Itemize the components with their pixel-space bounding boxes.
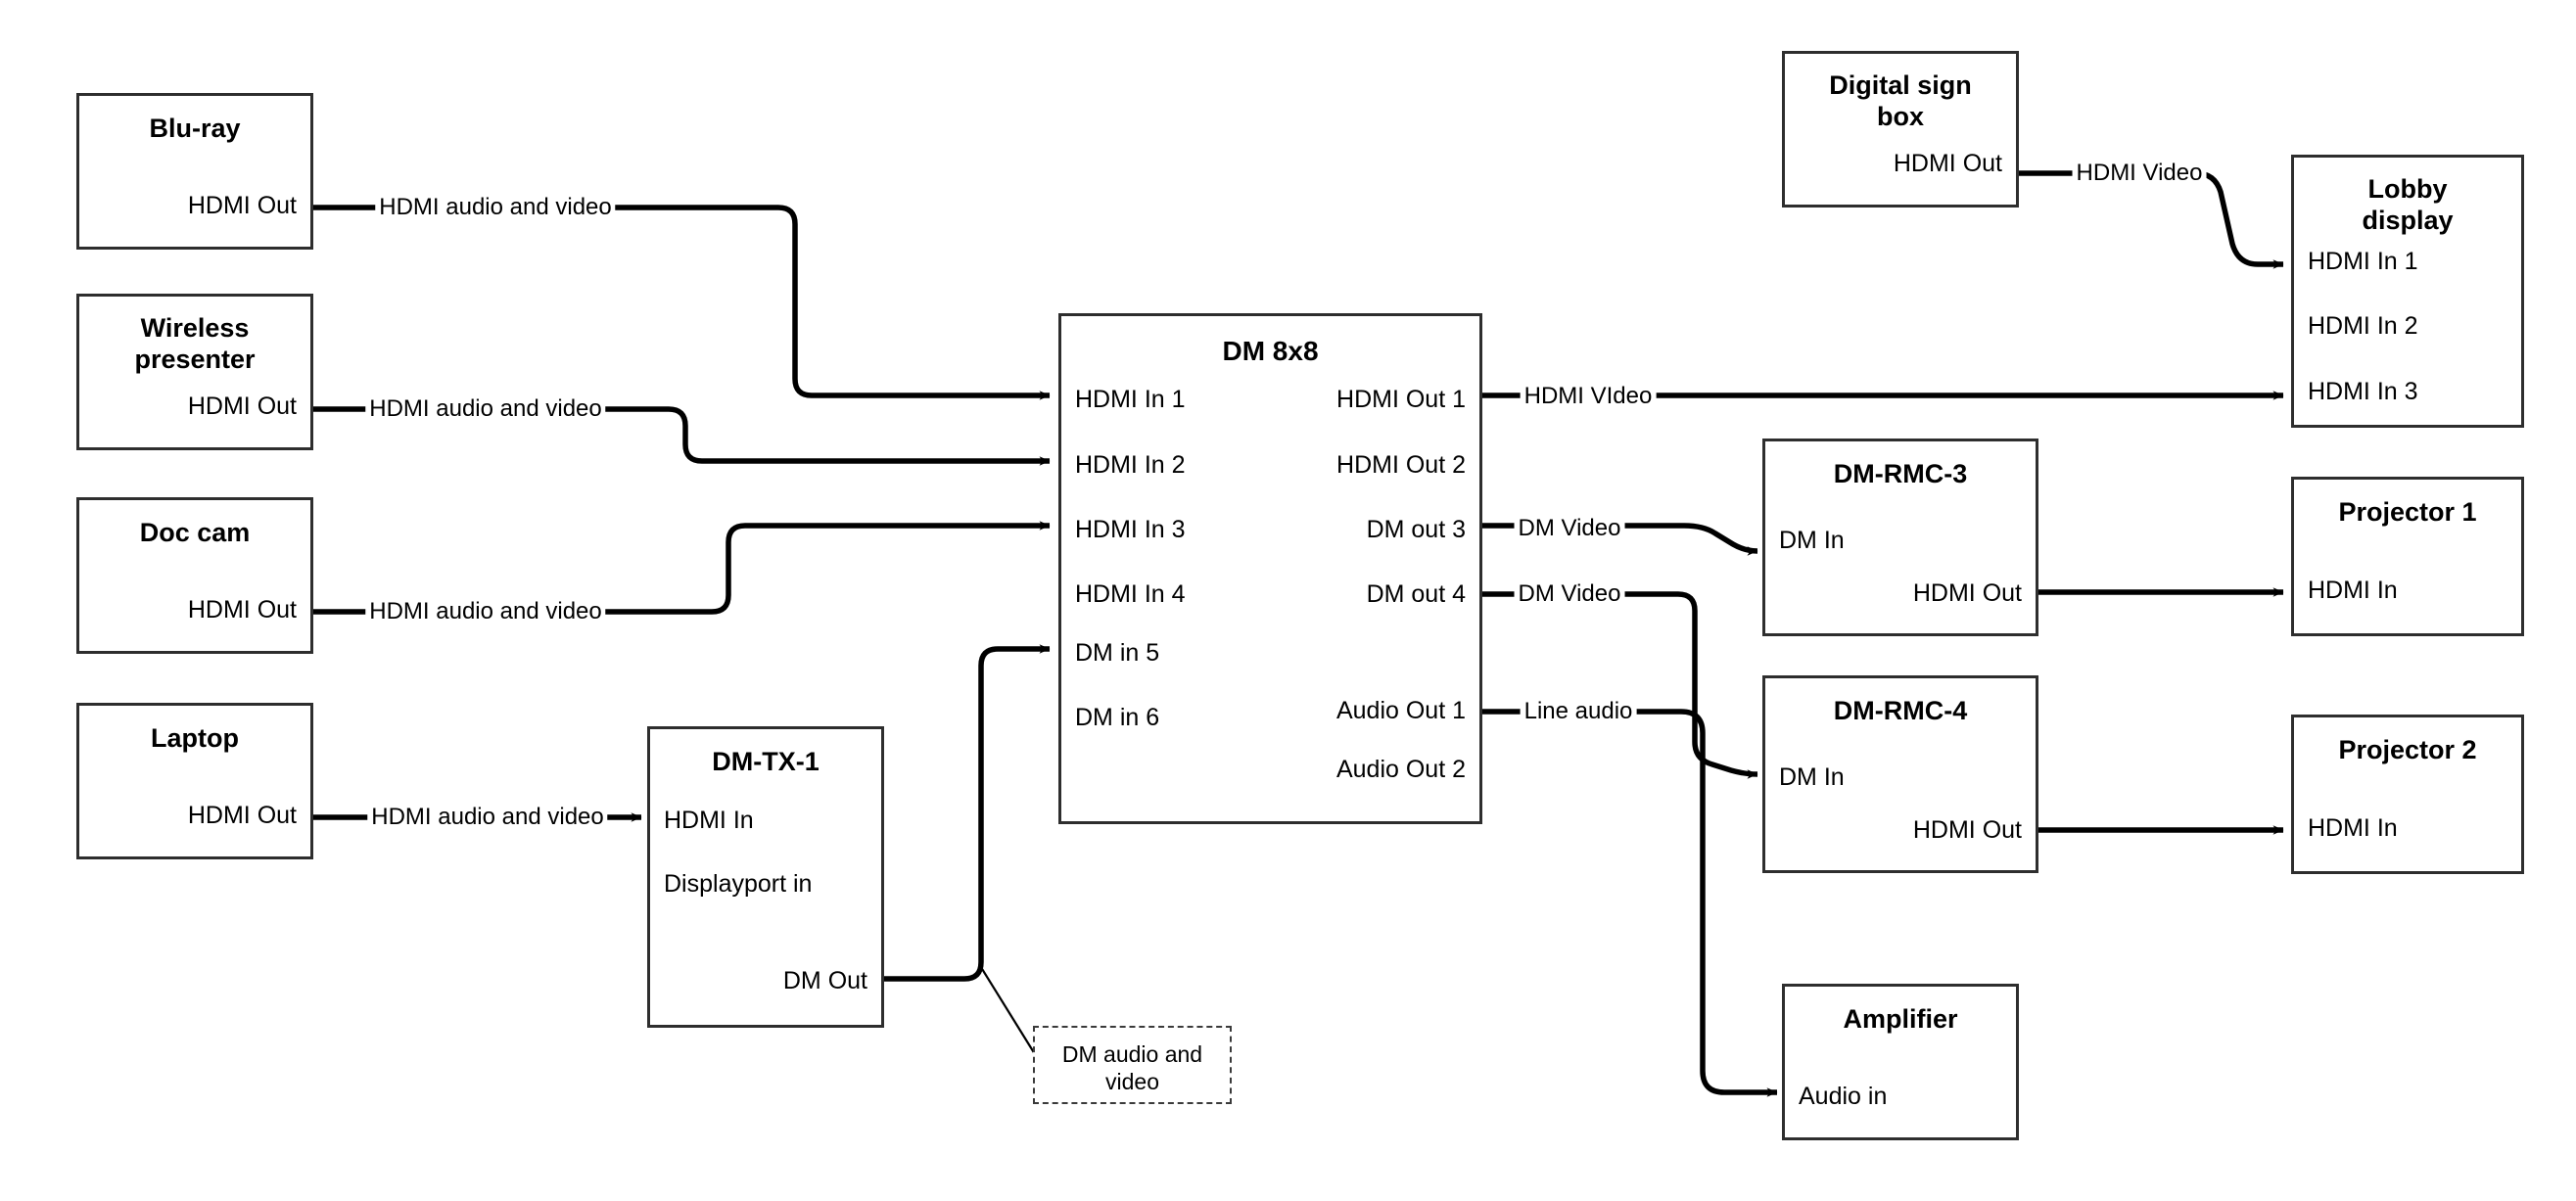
node-blu-ray[interactable]: Blu-ray HDMI Out <box>76 93 313 250</box>
port-dm-8x8-dm-in-5: DM in 5 <box>1075 639 1160 667</box>
node-projector-2[interactable]: Projector 2 HDMI In <box>2291 715 2524 874</box>
node-title-laptop: Laptop <box>151 723 239 753</box>
wire-label-line-audio: Line audio <box>1520 700 1637 723</box>
port-dm-rmc-3-dm-in: DM In <box>1779 527 1845 554</box>
node-title-lobby-display: Lobby display <box>2362 174 2454 235</box>
node-dm-8x8[interactable]: DM 8x8 HDMI In 1 HDMI In 2 HDMI In 3 HDM… <box>1058 313 1482 824</box>
port-dm-8x8-hdmi-in-1: HDMI In 1 <box>1075 386 1186 413</box>
port-dm-8x8-hdmi-out-2: HDMI Out 2 <box>1336 451 1466 479</box>
node-title-amplifier: Amplifier <box>1843 1004 1958 1034</box>
port-blu-ray-hdmi-out: HDMI Out <box>187 192 297 219</box>
port-dm-8x8-audio-out-2: Audio Out 2 <box>1335 756 1466 783</box>
port-dm-8x8-audio-out-1: Audio Out 1 <box>1335 697 1466 724</box>
node-title-dm-rmc-3: DM-RMC-3 <box>1833 459 1968 488</box>
node-title-dm-8x8: DM 8x8 <box>1222 336 1319 366</box>
port-dm-8x8-hdmi-in-3: HDMI In 3 <box>1075 516 1186 543</box>
node-lobby-display[interactable]: Lobby display HDMI In 1 HDMI In 2 HDMI I… <box>2291 155 2524 428</box>
node-title-digital-sign-box: Digital sign box <box>1829 70 1972 131</box>
port-lobby-display-hdmi-in-1: HDMI In 1 <box>2308 248 2418 275</box>
node-laptop[interactable]: Laptop HDMI Out <box>76 703 313 859</box>
port-projector-1-hdmi-in: HDMI In <box>2308 577 2398 604</box>
wire-label-laptop: HDMI audio and video <box>367 806 608 829</box>
node-title-projector-2: Projector 2 <box>2338 735 2477 764</box>
port-laptop-hdmi-out: HDMI Out <box>187 802 297 829</box>
wire-label-hdmi-video-signbox: HDMI Video <box>2072 162 2207 185</box>
node-wireless-presenter[interactable]: Wireless presenter HDMI Out <box>76 294 313 450</box>
node-title-dm-tx-1: DM-TX-1 <box>712 747 820 776</box>
wire-dm8x8-to-rmc4 <box>1482 591 1758 779</box>
port-dm-8x8-dm-in-6: DM in 6 <box>1075 704 1160 731</box>
port-dm-8x8-dm-out-4: DM out 4 <box>1366 580 1466 608</box>
wire-dm8x8-to-amp <box>1482 709 1778 1097</box>
wire-dmtx1-to-dm8x8 <box>884 644 1051 982</box>
leader-line-dm-note <box>978 963 1036 1055</box>
wire-label-bluray: HDMI audio and video <box>375 196 616 219</box>
port-lobby-display-hdmi-in-2: HDMI In 2 <box>2308 312 2418 340</box>
node-dm-rmc-3[interactable]: DM-RMC-3 DM In HDMI Out <box>1762 439 2038 636</box>
wire-label-wireless: HDMI audio and video <box>365 397 606 421</box>
port-wireless-presenter-hdmi-out: HDMI Out <box>187 393 297 420</box>
note-dm-audio-and-video: DM audio and video <box>1033 1026 1232 1104</box>
wire-label-doccam: HDMI audio and video <box>365 600 606 624</box>
port-doc-cam-hdmi-out: HDMI Out <box>187 596 297 624</box>
note-text: DM audio and video <box>1061 1041 1203 1095</box>
port-dm-tx-1-hdmi-in: HDMI In <box>664 807 754 834</box>
node-title-dm-rmc-4: DM-RMC-4 <box>1833 696 1968 725</box>
port-projector-2-hdmi-in: HDMI In <box>2308 814 2398 842</box>
node-title-blu-ray: Blu-ray <box>149 114 241 143</box>
port-amplifier-audio-in: Audio in <box>1799 1083 1888 1110</box>
port-digital-sign-box-hdmi-out: HDMI Out <box>1893 150 2002 177</box>
node-title-wireless-presenter: Wireless presenter <box>134 313 256 374</box>
port-dm-tx-1-displayport-in: Displayport in <box>664 870 813 898</box>
port-dm-rmc-4-hdmi-out: HDMI Out <box>1912 816 2022 844</box>
port-dm-8x8-hdmi-in-4: HDMI In 4 <box>1075 580 1186 608</box>
node-dm-rmc-4[interactable]: DM-RMC-4 DM In HDMI Out <box>1762 675 2038 873</box>
node-digital-sign-box[interactable]: Digital sign box HDMI Out <box>1782 51 2019 208</box>
port-dm-8x8-hdmi-in-2: HDMI In 2 <box>1075 451 1186 479</box>
port-dm-rmc-4-dm-in: DM In <box>1779 763 1845 791</box>
port-lobby-display-hdmi-in-3: HDMI In 3 <box>2308 378 2418 405</box>
port-dm-tx-1-dm-out: DM Out <box>782 967 867 994</box>
port-dm-8x8-dm-out-3: DM out 3 <box>1366 516 1466 543</box>
wire-label-hdmi-video-out1: HDMI VIdeo <box>1520 385 1657 408</box>
wire-label-dm-video-out4: DM Video <box>1514 582 1625 606</box>
wire-bluray-to-dm8x8 <box>313 205 1051 400</box>
node-amplifier[interactable]: Amplifier Audio in <box>1782 984 2019 1140</box>
port-dm-8x8-hdmi-out-1: HDMI Out 1 <box>1336 386 1466 413</box>
node-title-projector-1: Projector 1 <box>2338 497 2477 527</box>
wire-digitalsign-to-lobby <box>2013 170 2284 269</box>
wire-label-dm-video-out3: DM Video <box>1514 517 1625 540</box>
node-doc-cam[interactable]: Doc cam HDMI Out <box>76 497 313 654</box>
node-dm-tx-1[interactable]: DM-TX-1 HDMI In Displayport in DM Out <box>647 726 884 1028</box>
node-title-doc-cam: Doc cam <box>139 518 251 547</box>
node-projector-1[interactable]: Projector 1 HDMI In <box>2291 477 2524 636</box>
port-dm-rmc-3-hdmi-out: HDMI Out <box>1912 579 2022 607</box>
